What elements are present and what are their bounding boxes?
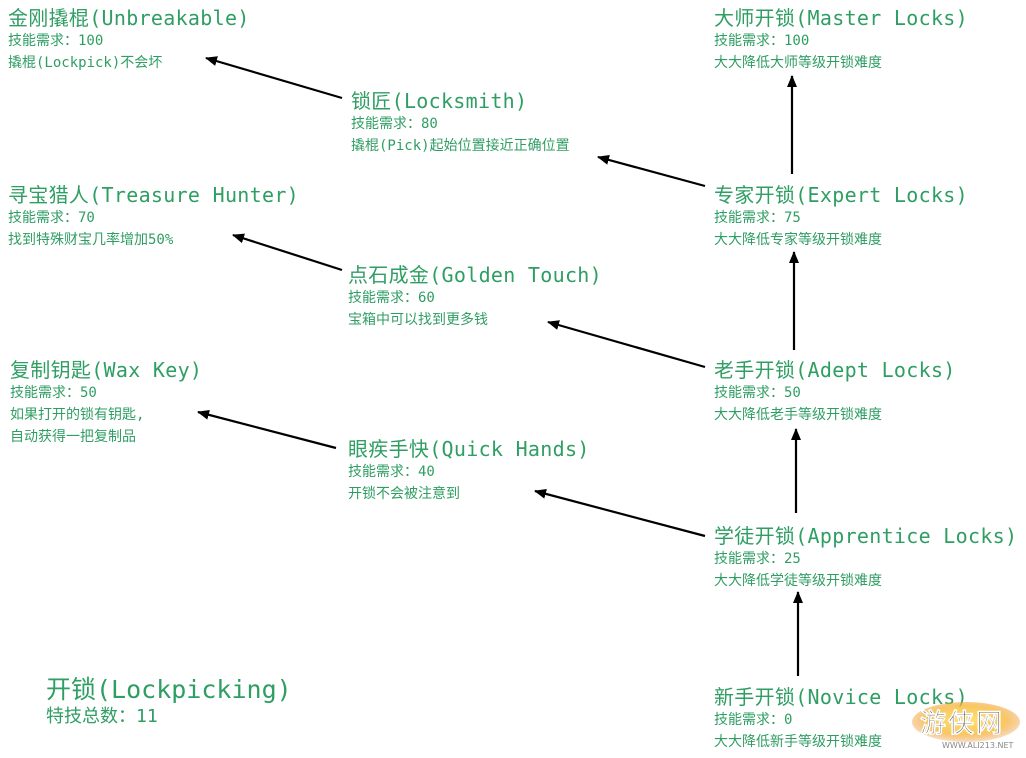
perk-locksmith: 锁匠(Locksmith) 技能需求：80 撬棍(Pick)起始位置接近正确位置 [351,90,570,157]
perk-description: 开锁不会被注意到 [348,486,460,502]
arrow-expert-to-locksmith [597,155,706,188]
perk-expert-locks: 专家开锁(Expert Locks) 技能需求：75 大大降低专家等级开锁难度 [714,184,968,251]
perk-title: 金刚撬棍(Unbreakable) [8,6,250,30]
perk-title: 大师开锁(Master Locks) [714,6,968,30]
perk-description: 大大降低大师等级开锁难度 [714,55,882,71]
perk-apprentice-locks: 学徒开锁(Apprentice Locks) 技能需求：25 大大降低学徒等级开… [714,525,1017,592]
arrow-quick-hands-to-wax-key [197,409,337,450]
arrow-adept-to-golden-touch [547,320,706,369]
perk-requirement: 技能需求：25 [714,551,801,567]
perk-description: 大大降低新手等级开锁难度 [714,734,882,750]
perk-requirement: 技能需求：50 [714,385,801,401]
perk-requirement: 技能需求：75 [714,210,801,226]
arrow-apprentice-to-quick-hands [534,488,706,538]
perk-title: 复制钥匙(Wax Key) [10,358,203,382]
perk-title: 专家开锁(Expert Locks) [714,183,968,207]
perk-title: 锁匠(Locksmith) [351,89,528,113]
perk-treasure-hunter: 寻宝猎人(Treasure Hunter) 技能需求：70 找到特殊财宝几率增加… [8,184,299,251]
svg-text:WWW.ALI213.NET: WWW.ALI213.NET [942,741,1013,750]
svg-text:游侠网: 游侠网 [920,708,1004,739]
perk-wax-key: 复制钥匙(Wax Key) 技能需求：50 如果打开的锁有钥匙, 自动获得一把复… [10,359,202,448]
perk-golden-touch: 点石成金(Golden Touch) 技能需求：60 宝箱中可以找到更多钱 [348,264,602,331]
perk-title: 新手开锁(Novice Locks) [714,685,968,709]
arrow-golden-touch-to-treasure-hunter [232,233,343,272]
perk-requirement: 技能需求：100 [8,33,104,49]
site-watermark-logo: 游侠网 WWW.ALI213.NET [912,702,1020,750]
perk-requirement: 技能需求：0 [714,712,793,728]
perk-description: 大大降低老手等级开锁难度 [714,407,882,423]
perk-requirement: 技能需求：60 [348,290,435,306]
perk-description: 如果打开的锁有钥匙, 自动获得一把复制品 [10,407,145,445]
perk-requirement: 技能需求：100 [714,33,810,49]
perk-quick-hands: 眼疾手快(Quick Hands) 技能需求：40 开锁不会被注意到 [348,438,590,505]
perk-title: 学徒开锁(Apprentice Locks) [714,524,1018,548]
perk-requirement: 技能需求：80 [351,116,438,132]
perk-adept-locks: 老手开锁(Adept Locks) 技能需求：50 大大降低老手等级开锁难度 [714,359,956,426]
perk-requirement: 技能需求：40 [348,464,435,480]
perk-master-locks: 大师开锁(Master Locks) 技能需求：100 大大降低大师等级开锁难度 [714,7,968,74]
skill-tree-name: 开锁(Lockpicking) [46,675,292,704]
perk-title: 老手开锁(Adept Locks) [714,358,956,382]
perk-novice-locks: 新手开锁(Novice Locks) 技能需求：0 大大降低新手等级开锁难度 [714,686,968,753]
perk-description: 撬棍(Pick)起始位置接近正确位置 [351,138,570,154]
perk-title: 寻宝猎人(Treasure Hunter) [8,183,299,207]
perk-title: 眼疾手快(Quick Hands) [348,437,590,461]
perk-description: 宝箱中可以找到更多钱 [348,312,488,328]
perk-description: 撬棍(Lockpick)不会坏 [8,55,163,71]
perk-description: 大大降低专家等级开锁难度 [714,232,882,248]
perk-requirement: 技能需求：50 [10,385,97,401]
perk-title: 点石成金(Golden Touch) [348,263,602,287]
perk-unbreakable: 金刚撬棍(Unbreakable) 技能需求：100 撬棍(Lockpick)不… [8,7,250,74]
arrow-locksmith-to-unbreakable [205,56,343,100]
perk-requirement: 技能需求：70 [8,210,95,226]
perk-description: 大大降低学徒等级开锁难度 [714,573,882,589]
perk-description: 找到特殊财宝几率增加50% [8,232,174,248]
skill-tree-summary: 开锁(Lockpicking) 特技总数：11 [46,675,292,729]
total-perks-count: 特技总数：11 [46,706,158,727]
